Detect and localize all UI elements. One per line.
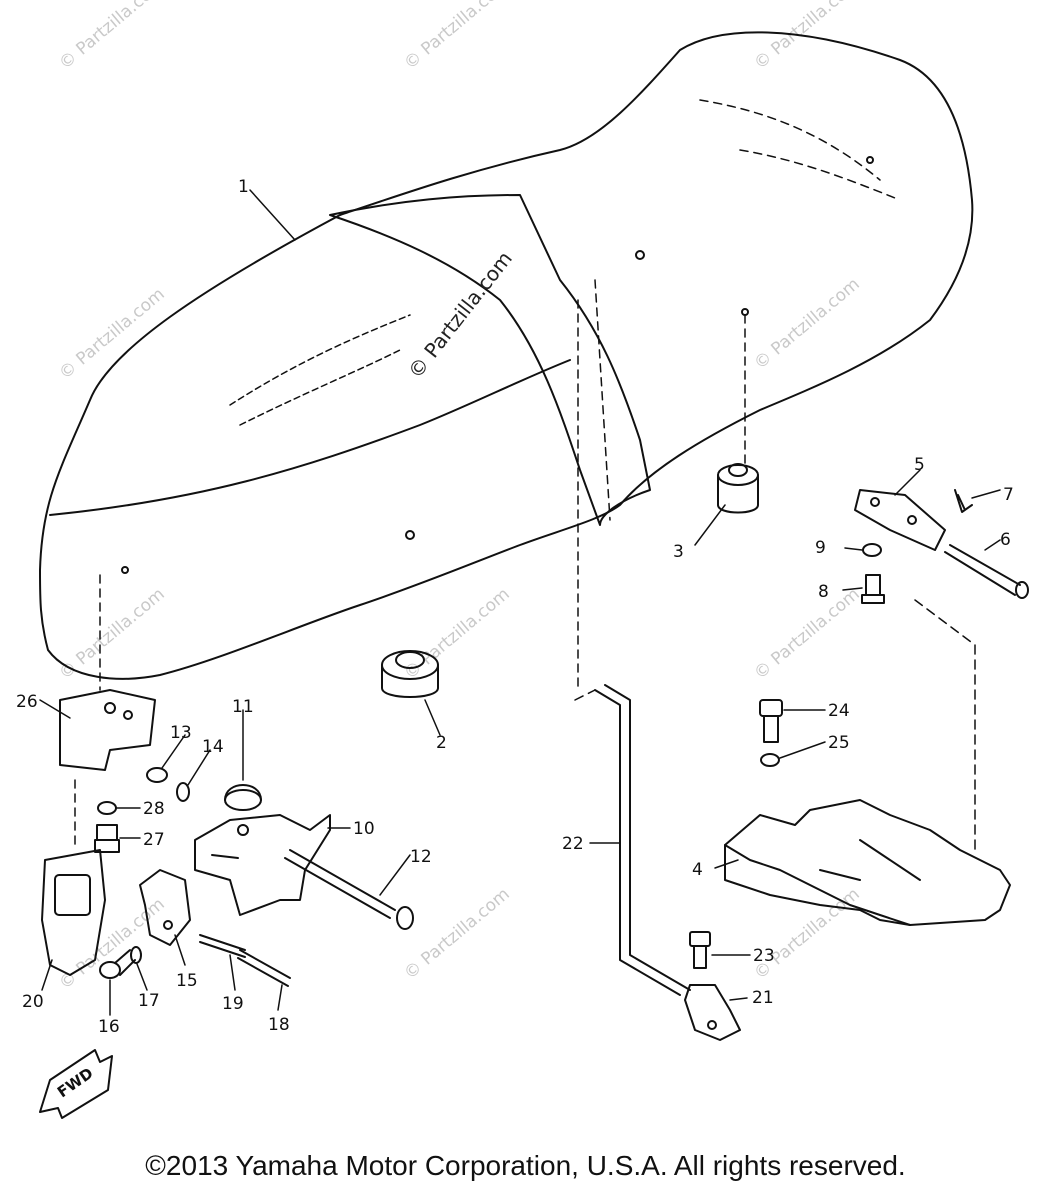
seat-hole: [405, 530, 415, 540]
callout-7[interactable]: 7: [1003, 485, 1014, 505]
seat-side-edge: [49, 359, 571, 516]
hinge-pin-6[interactable]: [944, 544, 1029, 599]
callout-6[interactable]: 6: [1000, 530, 1011, 550]
pin-18[interactable]: [237, 949, 291, 987]
leader-lines: [39, 189, 1001, 1016]
callout-20[interactable]: 20: [22, 992, 44, 1012]
callout-5[interactable]: 5: [914, 455, 925, 475]
seat-hole: [635, 250, 645, 260]
seat-strap: [329, 194, 651, 526]
callout-16[interactable]: 16: [98, 1017, 120, 1037]
bolt-24[interactable]: [759, 699, 783, 743]
watermark-tile: © Partzilla.com: [400, 884, 513, 984]
callout-21[interactable]: 21: [752, 988, 774, 1008]
damper-2[interactable]: [381, 650, 439, 698]
callout-17[interactable]: 17: [138, 991, 160, 1011]
seat-outline: [39, 31, 974, 680]
watermark-tile: © Partzilla.com: [55, 894, 168, 994]
washer-28[interactable]: [97, 801, 117, 815]
spring-19[interactable]: [199, 934, 246, 958]
callout-28[interactable]: 28: [143, 799, 165, 819]
callout-2[interactable]: 2: [436, 733, 447, 753]
washer-17[interactable]: [130, 946, 142, 964]
callout-8[interactable]: 8: [818, 582, 829, 602]
callout-12[interactable]: 12: [410, 847, 432, 867]
callout-13[interactable]: 13: [170, 723, 192, 743]
callout-3[interactable]: 3: [673, 542, 684, 562]
callout-10[interactable]: 10: [353, 819, 375, 839]
callout-18[interactable]: 18: [268, 1015, 290, 1035]
bolt-8[interactable]: [861, 574, 885, 604]
watermark-tile: © Partzilla.com: [55, 0, 168, 74]
callout-9[interactable]: 9: [815, 538, 826, 558]
damper-3[interactable]: [717, 463, 759, 514]
watermark-tile: © Partzilla.com: [750, 274, 863, 374]
bolt-23[interactable]: [689, 931, 711, 969]
bolt-16[interactable]: [99, 949, 136, 979]
latch-15[interactable]: [139, 869, 191, 946]
watermark-tile: © Partzilla.com: [750, 584, 863, 684]
callout-4[interactable]: 4: [692, 860, 703, 880]
fwd-arrow: FWD: [39, 1049, 113, 1119]
box-outline: [574, 599, 976, 851]
watermark-center: © Partzilla.com: [403, 247, 517, 383]
clip-7[interactable]: [954, 489, 973, 513]
callout-19[interactable]: 19: [222, 994, 244, 1014]
seat-tail-dashed: [699, 99, 901, 201]
bracket-21[interactable]: [684, 984, 741, 1041]
rod-22[interactable]: [594, 684, 691, 996]
fwd-label: FWD: [54, 1064, 96, 1101]
hinge-bracket-5[interactable]: [854, 489, 946, 551]
callout-11[interactable]: 11: [232, 697, 254, 717]
callout-15[interactable]: 15: [176, 971, 198, 991]
seat-part[interactable]: [39, 31, 974, 691]
seat-hole: [741, 308, 749, 316]
washer-14[interactable]: [176, 782, 190, 802]
callout-24[interactable]: 24: [828, 701, 850, 721]
watermark-tile: © Partzilla.com: [400, 584, 513, 684]
bolt-12[interactable]: [284, 849, 414, 930]
callout-1[interactable]: 1: [238, 177, 249, 197]
watermark-tile: © Partzilla.com: [400, 0, 513, 74]
bracket-26[interactable]: [59, 689, 156, 771]
bolt-27[interactable]: [94, 824, 120, 853]
seat-emboss: [229, 314, 411, 426]
cap-11[interactable]: [224, 784, 262, 811]
seat-hole: [121, 566, 129, 574]
nut-13[interactable]: [146, 767, 168, 783]
callout-14[interactable]: 14: [202, 737, 224, 757]
callout-22[interactable]: 22: [562, 834, 584, 854]
callout-26[interactable]: 26: [16, 692, 38, 712]
watermark-tile: © Partzilla.com: [55, 284, 168, 384]
lock-base-20[interactable]: [41, 849, 106, 976]
callout-25[interactable]: 25: [828, 733, 850, 753]
washer-25[interactable]: [760, 753, 780, 767]
tray-4[interactable]: [724, 799, 1011, 926]
callout-27[interactable]: 27: [143, 830, 165, 850]
watermark-tile: © Partzilla.com: [750, 884, 863, 984]
washer-9[interactable]: [862, 543, 882, 557]
callout-23[interactable]: 23: [753, 946, 775, 966]
seat-mount-axis: [594, 279, 611, 521]
parts-diagram: © Partzilla.com © Partzilla.com © Partzi…: [16, 0, 1029, 1119]
seat-hole: [866, 156, 874, 164]
callout-labels: 1 2 3 4 5 6 7 8 9 10 11 12 13 14 15 16 1…: [16, 177, 1014, 1037]
hinge-bracket-10[interactable]: [194, 814, 331, 916]
copyright-text: ©2013 Yamaha Motor Corporation, U.S.A. A…: [145, 1150, 906, 1181]
